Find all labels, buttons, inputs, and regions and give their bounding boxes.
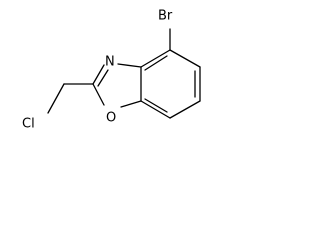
bond-n-c2-inner [97, 69, 109, 87]
bond-n-c2 [92, 64, 105, 85]
benzoxazole-structure-drawing: Br N O Cl [22, 9, 201, 132]
bond-c2-o [92, 83, 105, 106]
bond-ch2-cl [47, 83, 65, 114]
nitrogen-label: N [105, 55, 115, 70]
bond-c6-c7 [169, 100, 201, 119]
bond-c3a-n [117, 63, 142, 68]
bond-c7-c7a [140, 100, 171, 119]
bromine-label: Br [158, 9, 173, 24]
oxazole-ring [92, 63, 142, 108]
bond-c7-c7a-inner [144, 98, 168, 113]
bond-o-c7a [120, 100, 142, 108]
bond-c3a-c4-inner [144, 55, 168, 71]
bond-c4-c5 [169, 49, 201, 68]
benzene-ring [140, 49, 201, 119]
chlorine-label: Cl [22, 117, 35, 132]
bond-c3a-c4 [140, 49, 171, 68]
oxygen-label: O [106, 111, 116, 126]
